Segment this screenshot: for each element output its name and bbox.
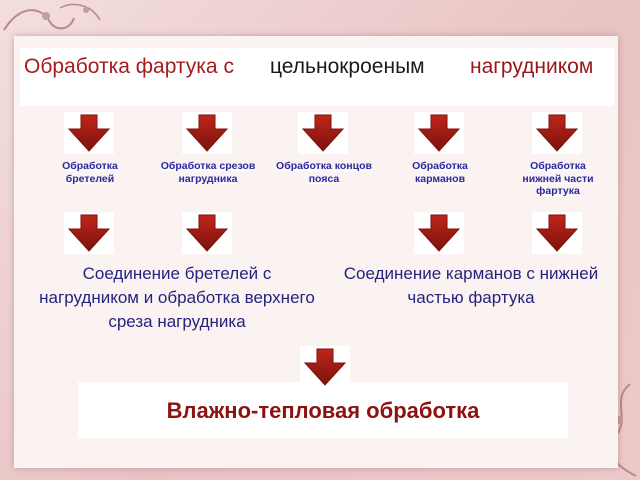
- final-step-label: Влажно-тепловая обработка: [166, 398, 480, 423]
- arrow-down-icon: [64, 212, 114, 254]
- join-label-pockets-lower: Соединение карманов с нижней частью фарт…: [343, 264, 599, 307]
- arrow-down-icon: [182, 112, 232, 154]
- arrow-down-shape: [417, 214, 461, 252]
- arrow-down-icon: [532, 112, 582, 154]
- arrow-down-icon: [64, 112, 114, 154]
- title-background: [20, 48, 614, 106]
- corner-flourish-top-left: [3, 3, 101, 31]
- arrow-down-shape: [185, 214, 229, 252]
- arrow-down-shape: [535, 114, 579, 152]
- arrow-down-shape: [535, 214, 579, 252]
- title-part-1: Обработка фартука с: [24, 55, 234, 78]
- step-label-lower-part: Обработка нижней части фартука: [522, 160, 594, 197]
- final-background: [78, 382, 568, 438]
- step-label-straps: Обработка бретелей: [62, 160, 118, 185]
- step-label-belt-ends: Обработка концов пояса: [276, 160, 372, 185]
- join-label-straps-bib: Соединение бретелей с нагрудником и обра…: [39, 264, 315, 331]
- arrow-down-icon: [182, 212, 232, 254]
- arrow-down-icon: [298, 112, 348, 154]
- title-part-2: цельнокроеным: [270, 55, 425, 78]
- arrow-down-shape: [67, 114, 111, 152]
- arrow-down-icon: [532, 212, 582, 254]
- arrow-down-shape: [417, 114, 461, 152]
- title-part-3: нагрудником: [470, 55, 594, 78]
- arrow-down-shape: [185, 114, 229, 152]
- arrow-down-shape: [301, 114, 345, 152]
- arrow-down-icon: [414, 112, 464, 154]
- step-label-bib-edges: Обработка срезов нагрудника: [160, 160, 256, 185]
- arrow-down-icon: [300, 346, 350, 388]
- step-label-pockets: Обработка карманов: [412, 160, 468, 185]
- arrow-down-shape: [303, 348, 347, 386]
- arrow-down-icon: [414, 212, 464, 254]
- arrow-down-shape: [67, 214, 111, 252]
